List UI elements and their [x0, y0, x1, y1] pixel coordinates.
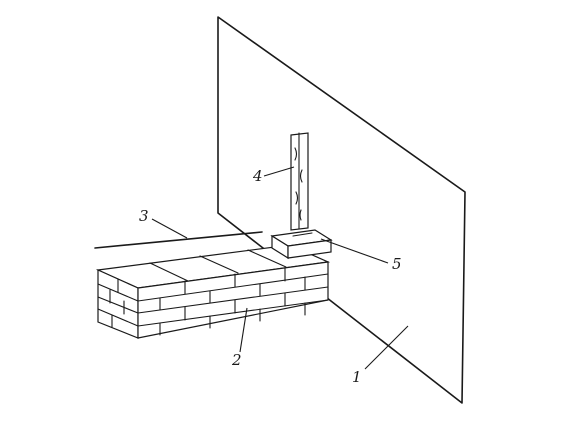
label-guide-line: 3	[139, 207, 149, 225]
leader-3	[151, 218, 188, 239]
block	[270, 229, 333, 260]
label-wall-panel: 1	[352, 368, 362, 386]
label-block: 5	[392, 255, 402, 273]
leader-4	[263, 166, 295, 177]
label-brick-wall: 2	[231, 351, 242, 369]
label-pole: 4	[252, 167, 263, 185]
guide-line	[94, 231, 263, 249]
leader-1	[364, 325, 409, 370]
brick-wall	[95, 244, 331, 339]
leader-5	[320, 238, 389, 264]
wall-panel	[217, 16, 466, 404]
leader-2	[239, 307, 248, 353]
pole	[290, 132, 309, 231]
